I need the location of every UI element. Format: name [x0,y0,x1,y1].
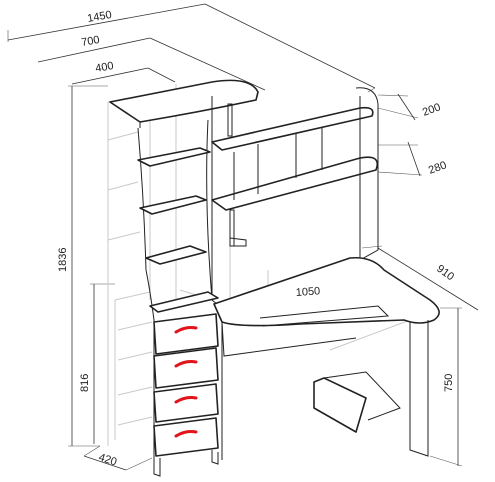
drawer-handle [174,430,198,438]
dim-shelf-depth-top: 200 [421,101,442,119]
right-side-panel [355,87,379,261]
drawer-handle [174,396,198,404]
drawer-handle [174,326,198,334]
tower-top-panel [109,79,259,123]
drawer-handle [174,360,198,368]
dim-desk-length: 1050 [295,285,320,299]
tower-front-curve [137,127,155,470]
drawer-stack [153,313,219,457]
desk-top [213,256,440,327]
dim-shelf-depth-lower: 280 [427,159,448,177]
dimension-labels: 1450 700 400 1836 816 420 200 280 1050 9… [57,9,456,469]
dim-total-width: 1450 [86,9,112,25]
dim-total-height: 1836 [57,248,69,272]
dim-upper-width: 700 [80,34,100,49]
dim-desk-height: 750 [443,374,455,392]
upper-shelf-top [211,106,374,151]
footrest [313,377,367,433]
desk-leg [409,320,429,457]
dim-desk-depth: 910 [434,263,456,283]
dim-tower-width: 400 [94,60,114,75]
dim-tower-depth: 420 [97,451,118,468]
dim-drawer-height: 816 [79,374,91,392]
furniture-outline [109,79,440,477]
dimension-lines [7,3,479,471]
upper-shelf-middle [211,156,379,211]
